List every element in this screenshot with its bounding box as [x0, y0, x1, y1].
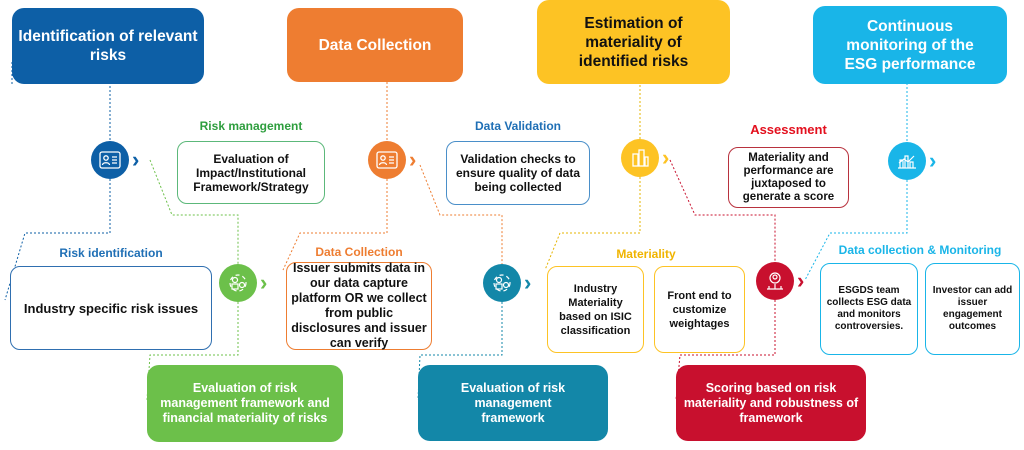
stage-label: Estimation of materiality of identified … — [578, 14, 689, 70]
bottom-box-financial-materiality: Evaluation of risk management framework … — [147, 365, 343, 442]
risk-management-label: Risk management — [199, 119, 303, 133]
stage-data-collection: Data Collection — [287, 8, 463, 82]
process-cycle-icon — [483, 264, 521, 302]
chevron-right-icon: › — [797, 268, 805, 293]
risk-management-card: Evaluation of Impact/Institutional Frame… — [177, 141, 325, 204]
assessment-label: Assessment — [750, 122, 827, 137]
chevron-right-icon: › — [662, 145, 670, 170]
stage-label: Data Collection — [318, 36, 432, 54]
step-icon-2: › — [368, 141, 416, 179]
card-text: Materiality and performance are juxtapos… — [742, 151, 835, 203]
chevron-right-icon: › — [524, 270, 532, 295]
data-validation-label: Data Validation — [474, 119, 562, 133]
stage-identification-of-risks: Identification of relevant risks — [12, 8, 204, 84]
stage-label: Identification of relevant risks — [18, 28, 198, 64]
monitoring-card-esgds: ESGDS team collects ESG data and monitor… — [820, 263, 918, 355]
step-icon-1: › — [91, 141, 139, 179]
bottom-text: Evaluation of risk management framework … — [160, 381, 330, 425]
card-text: Industry Materiality based on ISIC class… — [559, 282, 632, 337]
step-icon-3: › — [621, 139, 669, 177]
stage-label: Continuous monitoring of the ESG perform… — [844, 17, 976, 73]
id-card-icon — [91, 141, 129, 179]
bottom-box-scoring: Scoring based on risk materiality and ro… — [676, 365, 866, 441]
assessment-card: Materiality and performance are juxtapos… — [728, 147, 849, 208]
bottom-text: Evaluation of risk management framework — [460, 380, 566, 425]
materiality-card-weightages: Front end to customize weightages — [654, 266, 745, 353]
data-collection-card: Issuer submits data in our data capture … — [286, 261, 432, 350]
city-chart-icon — [888, 142, 926, 180]
data-collection-label: Data Collection — [315, 245, 403, 259]
step-icon-6: › — [483, 264, 531, 302]
card-text: Industry specific risk issues — [23, 300, 199, 316]
monitoring-card-investor: Investor can add issuer engagement outco… — [925, 263, 1020, 355]
risk-identification-card: Industry specific risk issues — [10, 266, 212, 350]
id-card-icon — [368, 141, 406, 179]
bottom-text: Scoring based on risk materiality and ro… — [683, 380, 859, 425]
card-text: Investor can add issuer engagement outco… — [932, 285, 1013, 332]
chevron-right-icon: › — [132, 147, 140, 172]
step-icon-4: › — [888, 142, 936, 180]
risk-identification-label: Risk identification — [59, 246, 163, 260]
card-text: Front end to customize weightages — [667, 289, 732, 330]
stage-continuous-monitoring: Continuous monitoring of the ESG perform… — [813, 6, 1007, 84]
process-cycle-icon — [219, 264, 257, 302]
building-chart-icon — [621, 139, 659, 177]
card-text: ESGDS team collects ESG data and monitor… — [826, 285, 912, 332]
card-text: Evaluation of Impact/Institutional Frame… — [193, 151, 309, 194]
monitoring-label: Data collection & Monitoring — [838, 243, 1002, 257]
chevron-right-icon: › — [409, 147, 417, 172]
chevron-right-icon: › — [260, 270, 268, 295]
data-validation-card: Validation checks to ensure quality of d… — [446, 141, 590, 205]
bottom-box-risk-framework: Evaluation of risk management framework — [418, 365, 608, 441]
card-text: Validation checks to ensure quality of d… — [455, 152, 581, 194]
materiality-card-isic: Industry Materiality based on ISIC class… — [547, 266, 644, 353]
materiality-label: Materiality — [616, 247, 676, 261]
step-icon-5: › — [219, 264, 267, 302]
card-text: Issuer submits data in our data capture … — [291, 261, 427, 350]
step-icon-7: › — [756, 262, 804, 300]
chevron-right-icon: › — [929, 148, 937, 173]
person-network-icon — [756, 262, 794, 300]
stage-estimation-of-materiality: Estimation of materiality of identified … — [537, 0, 730, 84]
